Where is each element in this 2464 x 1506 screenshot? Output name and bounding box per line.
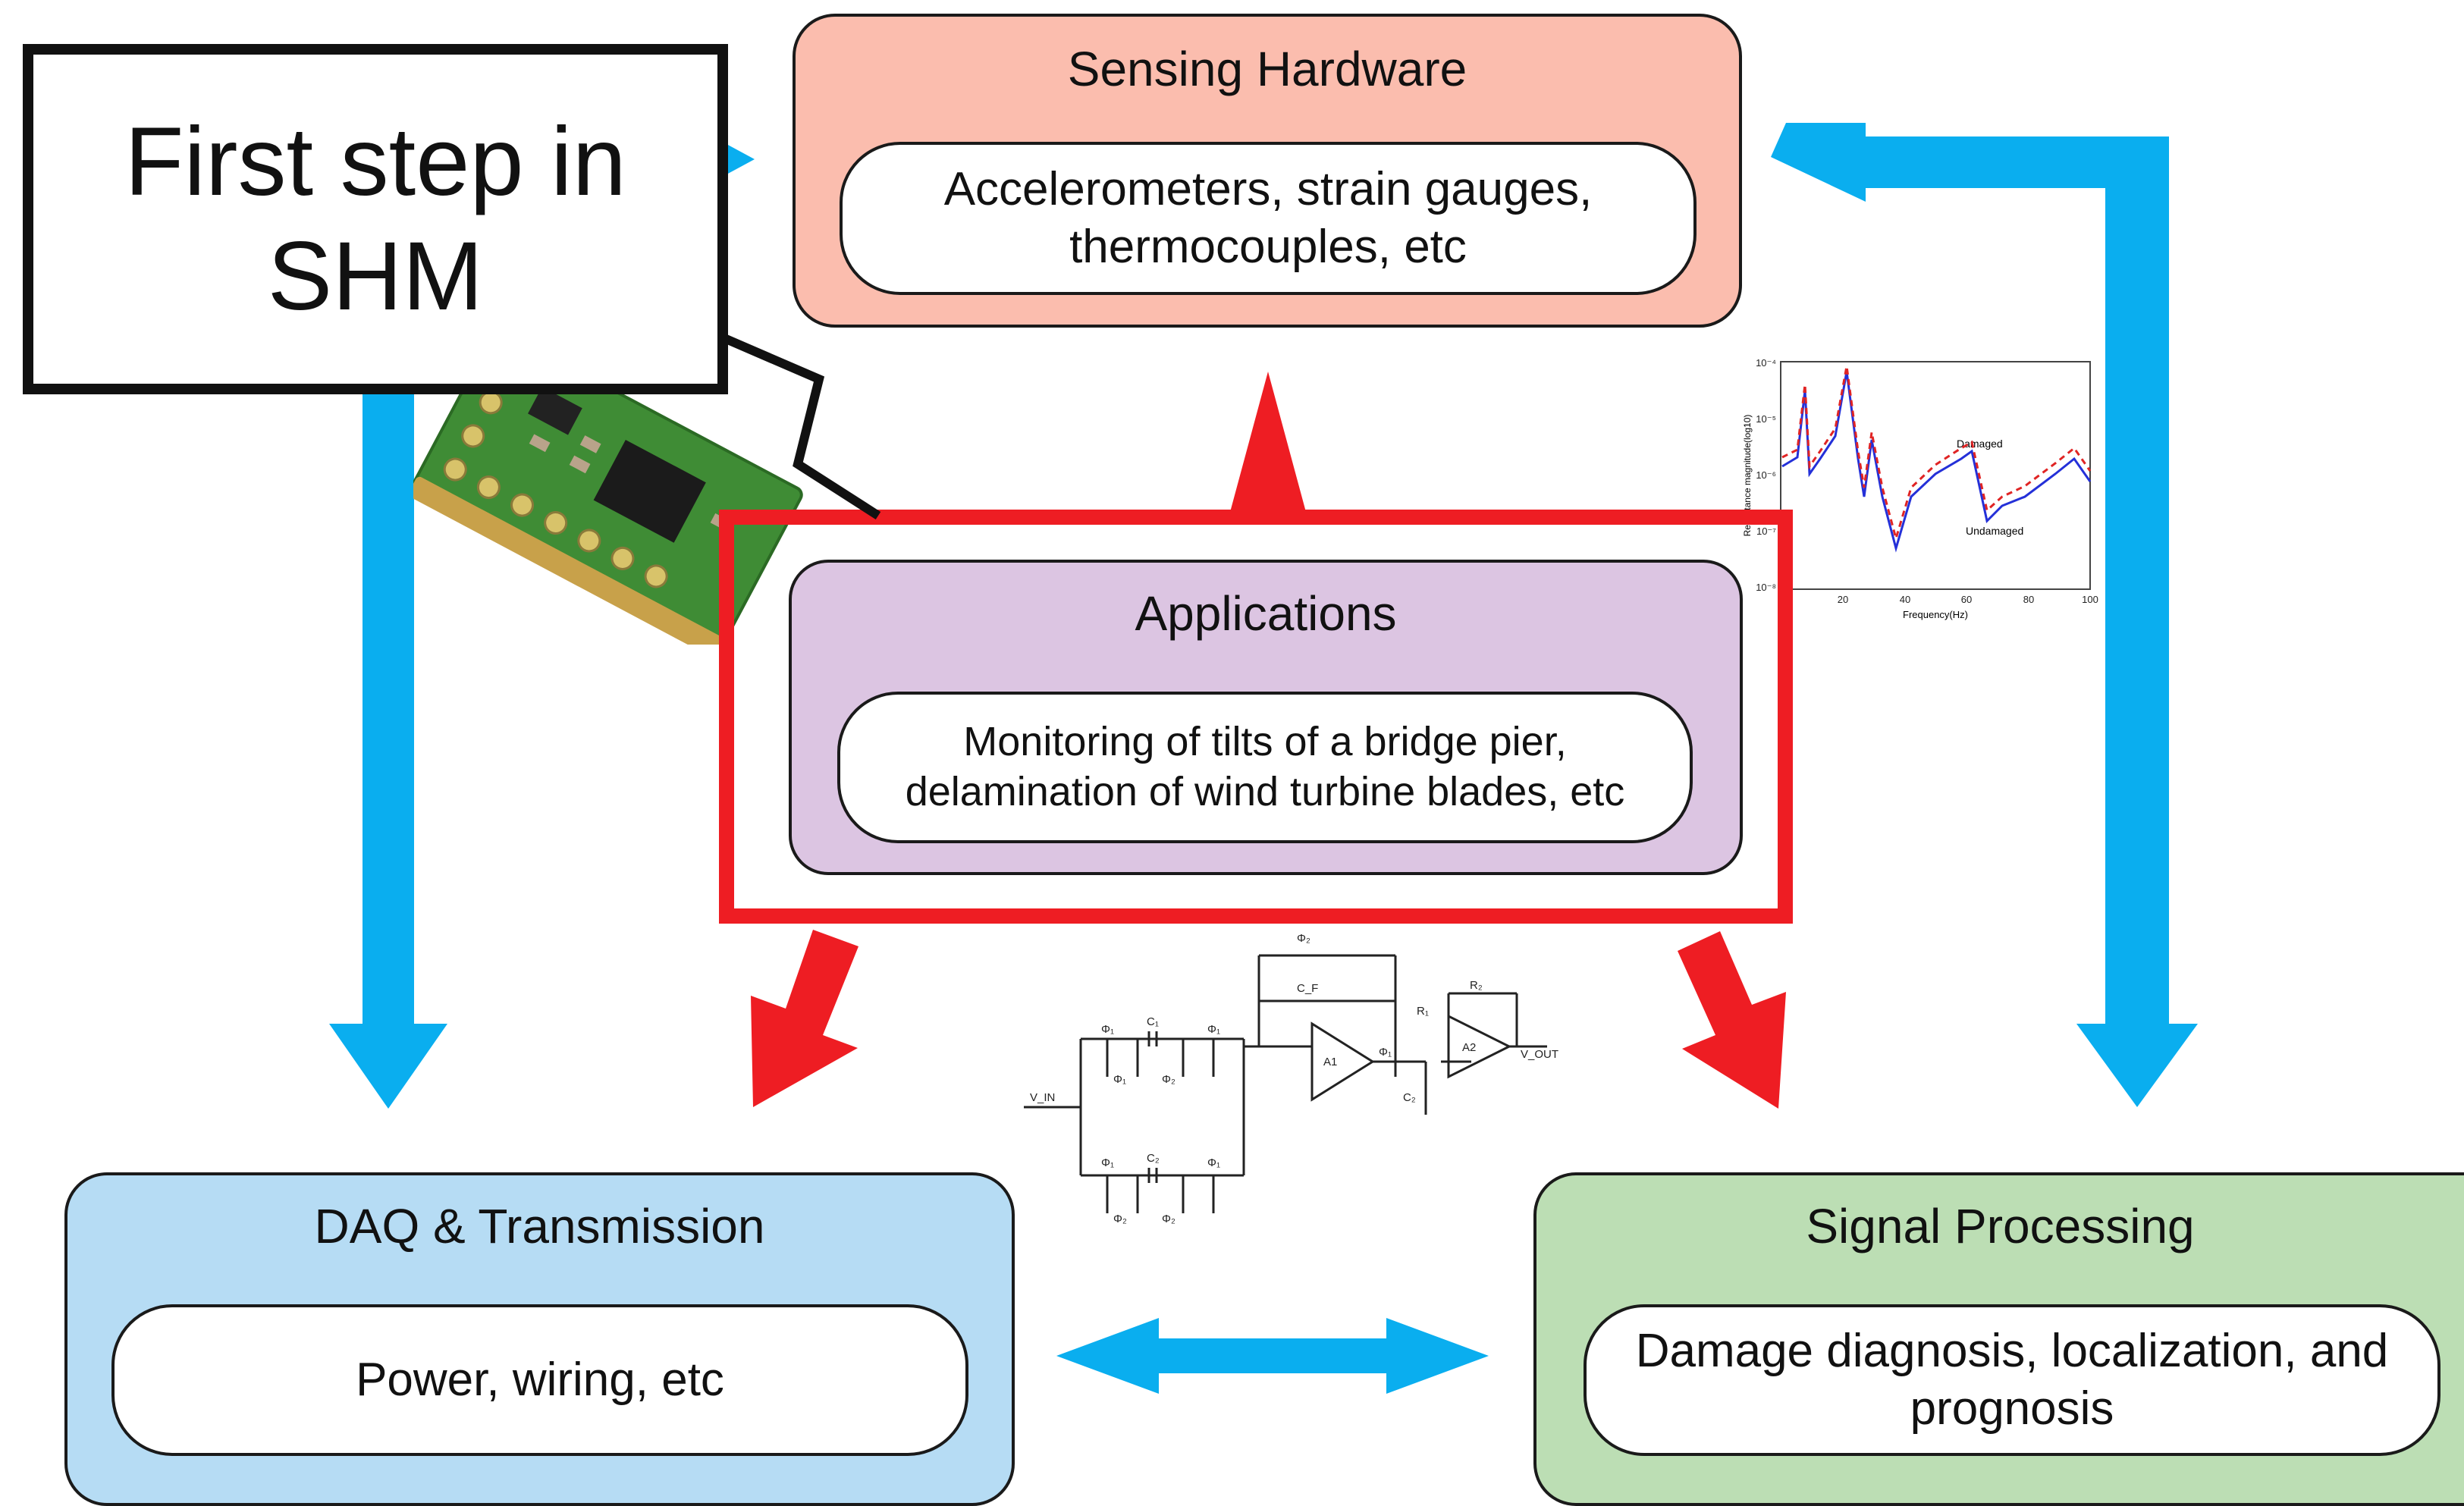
circuit-label-8: Φ₁	[1379, 1046, 1392, 1059]
circuit-label-2: Φ₁	[1101, 1023, 1114, 1036]
circuit-label-13: C₂	[1403, 1091, 1416, 1104]
circuit-label-14: V_IN	[1030, 1091, 1055, 1104]
circuit-schematic: Φ₂ C_F Φ₁ C₁ Φ₁ Φ₁ Φ₂ A1 Φ₁ R₁ R₂ A2 V_O…	[1024, 932, 1558, 1225]
circuit-label-1: C_F	[1297, 982, 1318, 995]
plot-ylabel: Receptance magnitude(log10)	[1742, 415, 1753, 537]
plot-legend-undamaged: Undamaged	[1966, 525, 2023, 537]
arrow-applications-to-sensing	[1227, 372, 1309, 523]
signal-processing-detail: Damage diagnosis, localization, and prog…	[1584, 1304, 2440, 1456]
signal-processing-box: Signal Processing Damage diagnosis, loca…	[1533, 1172, 2464, 1506]
plot-ytick-4: 10⁻⁸	[1756, 582, 1776, 593]
first-step-callout: First step in SHM	[23, 44, 728, 394]
circuit-label-5: Φ₁	[1113, 1073, 1126, 1086]
arrow-applications-to-daq	[751, 930, 858, 1107]
sensing-hardware-title: Sensing Hardware	[1067, 42, 1467, 96]
plot-xlabel: Frequency(Hz)	[1903, 609, 1968, 620]
circuit-label-12: V_OUT	[1521, 1048, 1558, 1061]
circuit-label-0: Φ₂	[1297, 932, 1310, 945]
plot-ytick-3: 10⁻⁷	[1756, 526, 1776, 537]
circuit-label-17: Φ₁	[1207, 1156, 1220, 1169]
arrow-sensing-to-daq	[329, 393, 447, 1109]
circuit-label-4: Φ₁	[1207, 1023, 1220, 1036]
arrow-callout-to-sensing	[727, 144, 755, 174]
plot-ytick-1: 10⁻⁵	[1756, 413, 1776, 425]
circuit-label-9: R₁	[1417, 1005, 1429, 1018]
sensing-hardware-box: Sensing Hardware Accelerometers, strain …	[793, 14, 1742, 328]
plot-ytick-0: 10⁻⁴	[1756, 357, 1776, 369]
plot-xtick-3: 80	[2023, 594, 2034, 605]
daq-transmission-detail: Power, wiring, etc	[111, 1304, 968, 1456]
circuit-label-6: Φ₂	[1162, 1073, 1176, 1086]
accelerometer-pcb-icon	[413, 364, 803, 645]
sensing-hardware-detail-text: Accelerometers, strain gauges, thermocou…	[943, 163, 1593, 273]
circuit-label-18: Φ₂	[1113, 1213, 1127, 1225]
plot-legend-damaged: Damaged	[1957, 438, 2003, 450]
daq-transmission-detail-text: Power, wiring, etc	[356, 1354, 724, 1407]
circuit-label-15: Φ₁	[1101, 1156, 1114, 1169]
circuit-label-7: A1	[1323, 1056, 1337, 1068]
signal-processing-detail-text: Damage diagnosis, localization, and prog…	[1635, 1325, 2389, 1435]
applications-box: Applications Monitoring of tilts of a br…	[789, 560, 1743, 875]
sensing-hardware-detail: Accelerometers, strain gauges, thermocou…	[840, 142, 1697, 295]
plot-xtick-2: 60	[1961, 594, 1972, 605]
circuit-label-10: R₂	[1470, 979, 1483, 992]
applications-title: Applications	[1135, 586, 1397, 641]
plot-xtick-0: 20	[1838, 594, 1848, 605]
arrow-daq-signal-bidirectional	[1056, 1318, 1489, 1394]
plot-xtick-1: 40	[1900, 594, 1910, 605]
plot-damaged-curve	[1781, 366, 2092, 543]
applications-highlight-frame	[719, 510, 1793, 924]
circuit-label-16: C₂	[1147, 1152, 1160, 1165]
arrow-applications-to-signal	[1678, 931, 1786, 1109]
applications-detail: Monitoring of tilts of a bridge pier, de…	[837, 692, 1693, 843]
circuit-label-11: A2	[1462, 1041, 1476, 1054]
daq-transmission-title: DAQ & Transmission	[314, 1199, 765, 1253]
circuit-label-3: C₁	[1147, 1015, 1159, 1028]
frequency-response-plot: 10⁻⁴ 10⁻⁵ 10⁻⁶ 10⁻⁷ 10⁻⁸ 20 40 60 80 100…	[1742, 357, 2098, 620]
plot-undamaged-curve	[1781, 371, 2092, 553]
circuit-label-19: Φ₂	[1162, 1213, 1176, 1225]
signal-processing-title: Signal Processing	[1806, 1199, 2195, 1253]
applications-detail-text: Monitoring of tilts of a bridge pier, de…	[905, 719, 1625, 814]
plot-ytick-2: 10⁻⁶	[1756, 469, 1776, 481]
daq-transmission-box: DAQ & Transmission Power, wiring, etc	[64, 1172, 1015, 1506]
arrow-signal-to-sensing	[1771, 123, 2198, 1107]
plot-xtick-4: 100	[2082, 594, 2098, 605]
